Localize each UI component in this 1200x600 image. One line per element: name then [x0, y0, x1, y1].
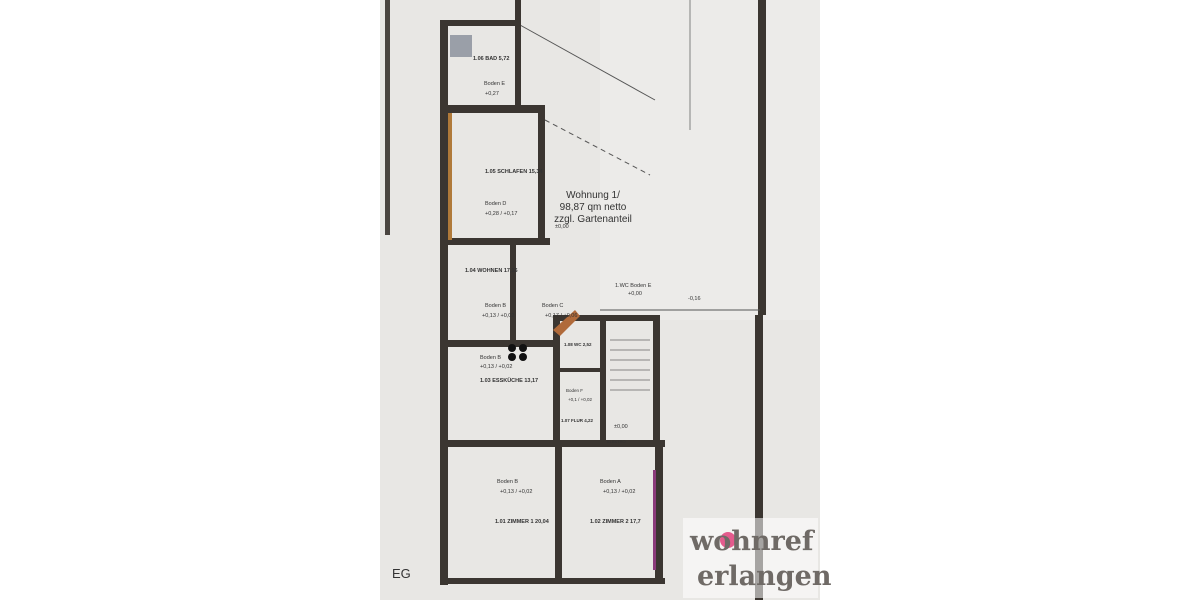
wall-accent	[553, 310, 580, 336]
watermark-dot	[720, 532, 736, 548]
room-zimmer-2: 1.02 ZIMMER 2 17,7	[590, 519, 641, 525]
boden-c-level: +0,17 / +0,06	[545, 313, 577, 319]
boden-c-note: Boden C	[542, 303, 563, 309]
wall-accent	[448, 113, 452, 240]
walls	[440, 0, 665, 585]
floor-level: +0,1 / +0,02	[568, 397, 593, 402]
door-level-note: ±0,00	[555, 224, 569, 230]
watermark-line2: erlangen	[697, 561, 832, 592]
paper-fold-shade	[600, 0, 820, 320]
outside-level-note: -0,16	[688, 296, 701, 302]
room-bad: 1.06 BAD 5,72	[473, 56, 509, 62]
floor-level: +0,27	[485, 91, 499, 97]
wall-line	[385, 0, 390, 235]
apartment-title: Wohnung 1/	[566, 190, 620, 201]
floor-type: Boden B	[485, 303, 506, 309]
floor-type: Boden A	[600, 479, 621, 485]
wc-floor-note: 1.WC Boden E	[615, 283, 652, 289]
wall-line	[758, 0, 766, 315]
room-wc: 1.08 WC 2,52	[564, 342, 592, 347]
garden-line	[544, 119, 651, 176]
room-zimmer-1: 1.01 ZIMMER 1 20,04	[495, 519, 550, 525]
floor-label: EG	[392, 566, 411, 581]
floor-level: +0,13 / +0,02	[500, 489, 532, 495]
flur-level-note: ±0,00	[614, 424, 628, 430]
floor-type: Boden B	[497, 479, 518, 485]
stove-icon	[508, 344, 527, 361]
watermark: wohnref erlangen	[683, 518, 832, 598]
room-wohnen: 1.04 WOHNEN 17,16	[465, 268, 518, 274]
floor-type: Boden F	[566, 388, 583, 393]
floor-type: Boden D	[485, 201, 506, 207]
wall-accent	[653, 470, 656, 570]
garden-line	[519, 24, 656, 101]
wall-line	[755, 315, 763, 600]
floor-type: Boden B	[480, 355, 501, 361]
floor-level: +0,13 / +0,02	[603, 489, 635, 495]
wc-level-note: +0,00	[628, 291, 642, 297]
apartment-garden: zzgl. Gartenanteil	[554, 214, 632, 225]
floor-level: +0,13 / +0,02	[480, 364, 512, 370]
floor-level: +0,28 / +0,17	[485, 211, 517, 217]
shower-icon	[450, 35, 472, 57]
stair	[610, 339, 650, 391]
room-flur: 1.07 FLUR 4,22	[561, 418, 594, 423]
elektro-note: ELEKTRO	[607, 439, 626, 444]
room-schlafen: 1.05 SCHLAFEN 15,34	[485, 169, 543, 175]
watermark-line1: wohnref	[689, 526, 816, 557]
room-esskueche: 1.03 ESSKÜCHE 13,17	[480, 377, 538, 384]
floor-type: Boden E	[484, 81, 505, 87]
floor-level: +0,13 / +0,02	[482, 313, 514, 319]
apartment-area: 98,87 qm netto	[560, 202, 627, 213]
